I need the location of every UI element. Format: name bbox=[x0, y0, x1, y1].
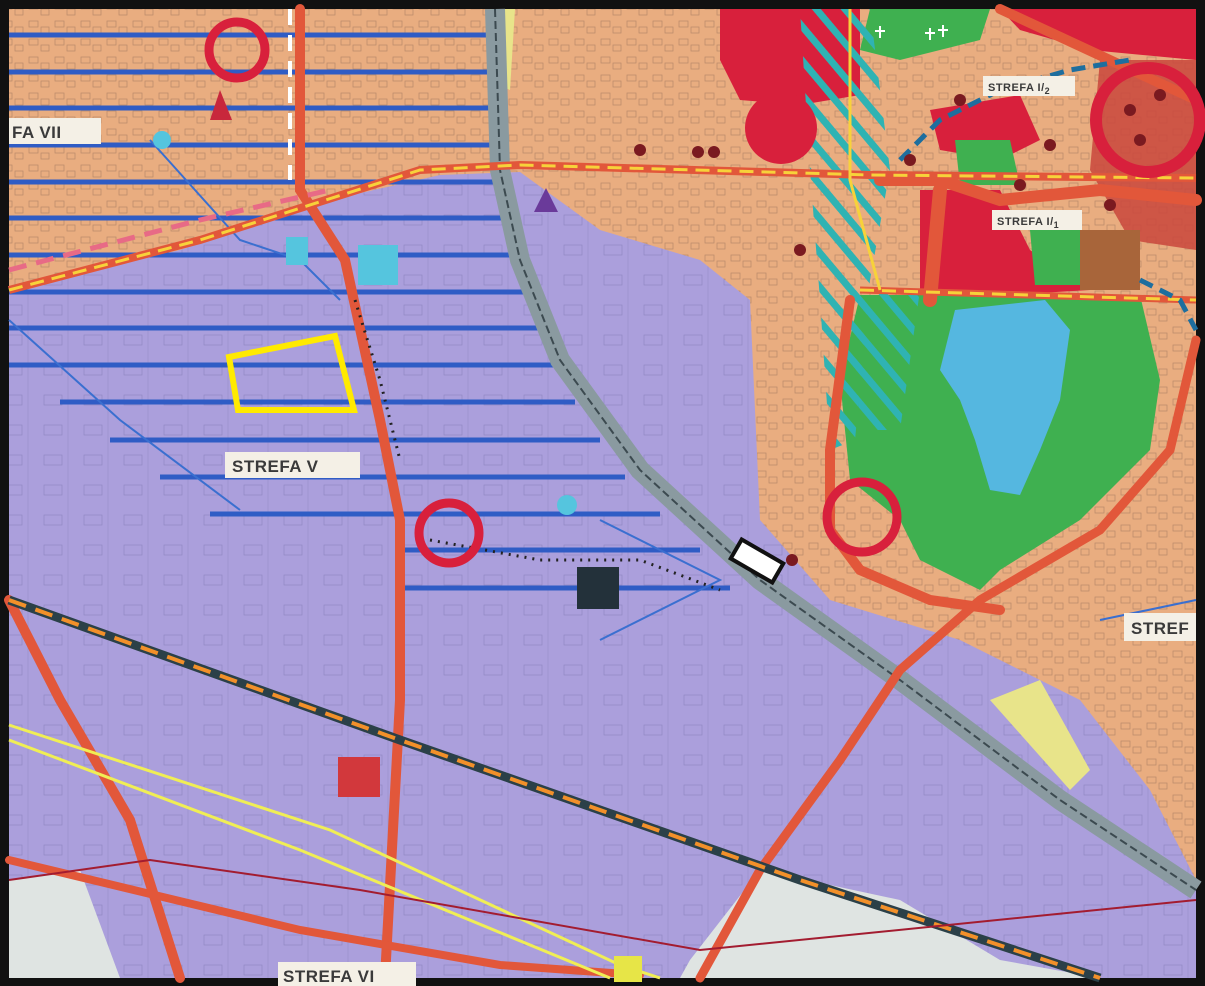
dark-square-icon bbox=[577, 567, 619, 609]
zone-label-strefa-i1-sub: 1 bbox=[1054, 220, 1060, 230]
zone-label-strefa-i2: STREFA I/ bbox=[988, 82, 1045, 94]
dotted-path bbox=[429, 538, 721, 592]
highlighted-plot[interactable] bbox=[225, 332, 358, 413]
service-zone-ne bbox=[1000, 9, 1196, 60]
station-rectangle-icon bbox=[727, 536, 787, 586]
protection-circle-icon bbox=[822, 477, 902, 557]
railway-track bbox=[494, 8, 1197, 891]
zone-label-strefa-vii: FA VII bbox=[12, 123, 62, 142]
water-channels bbox=[8, 139, 1197, 641]
lake bbox=[940, 300, 1070, 495]
cemetery-cross-icon bbox=[875, 25, 948, 40]
red-line-lower bbox=[8, 858, 1197, 952]
protection-circle-icon bbox=[1090, 62, 1205, 178]
protection-circles bbox=[204, 17, 1205, 568]
protection-circle-icon bbox=[204, 17, 270, 83]
zone-label-strefa-vi: STREFA VI bbox=[283, 967, 375, 986]
cemetery-green bbox=[860, 9, 990, 60]
protection-circle-icon bbox=[414, 498, 484, 568]
svg-text:STREFA I/2: STREFA I/2 bbox=[988, 82, 1050, 96]
boundary-yellow-dash bbox=[8, 163, 1197, 292]
zone-labels: FA VII STREFA V STREFA VI STREFA I/2 STR… bbox=[9, 76, 1196, 986]
cyan-square-icon bbox=[358, 245, 398, 285]
svg-text:STREFA I/1: STREFA I/1 bbox=[997, 216, 1059, 230]
lowland-area-left bbox=[9, 870, 120, 978]
pink-dashed-line bbox=[8, 187, 331, 273]
cyan-dot-icon bbox=[557, 495, 577, 515]
main-roads bbox=[4, 4, 1202, 983]
monument-dots bbox=[634, 89, 1166, 566]
red-marker-icon bbox=[210, 90, 232, 120]
yellow-patch bbox=[990, 680, 1090, 790]
boundary-orange-dash bbox=[8, 598, 1101, 980]
teal-hatch-zone bbox=[800, 9, 890, 450]
green-block-i1 bbox=[1030, 230, 1080, 285]
boundary-yellow-dash-2 bbox=[859, 288, 1197, 302]
cyan-dot-icon bbox=[153, 131, 171, 149]
brown-block bbox=[1080, 230, 1140, 290]
zone-label-strefa-right: STREF bbox=[1131, 619, 1189, 638]
cyan-square-icon-small bbox=[286, 237, 308, 265]
boundary-yellow-vertical bbox=[848, 9, 882, 291]
zone-label-strefa-i1: STREFA I/ bbox=[997, 216, 1054, 228]
zone-label-strefa-v: STREFA V bbox=[232, 457, 319, 476]
red-square-icon bbox=[338, 757, 380, 797]
lowland-area bbox=[680, 870, 1100, 978]
service-circle bbox=[745, 92, 817, 164]
zone-label-strefa-i2-sub: 2 bbox=[1045, 86, 1051, 96]
teal-hatch-zone-2 bbox=[850, 290, 920, 430]
triangle-marker-icon bbox=[534, 188, 558, 212]
blue-hatch-lines bbox=[9, 32, 730, 591]
yellow-square-icon bbox=[614, 956, 642, 982]
